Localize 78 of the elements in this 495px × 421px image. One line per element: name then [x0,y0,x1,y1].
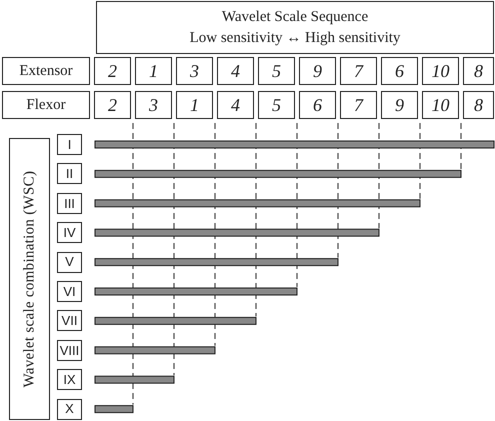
sequence-cell [381,57,418,85]
rank-number: 7 [354,60,363,83]
label-text: X [65,400,74,418]
bar [94,140,494,148]
rank-number: 6 [313,94,322,117]
sequence-cell [176,91,213,119]
sequence-cell [422,91,459,119]
rank-number: 3 [149,94,158,117]
sequence-cell [258,91,295,119]
bar [94,288,298,296]
rank-number: 8 [474,94,483,117]
rank-number: 10 [432,60,450,83]
numeral-box [57,281,82,302]
sequence-cell [94,91,131,119]
sequence-cell [463,57,494,85]
sequence-cell [299,91,336,119]
heading-text: Wavelet Scale Sequence [222,8,368,28]
rank-number: 5 [272,60,281,83]
sequence-cell [340,57,377,85]
bar [94,258,338,266]
rank-number: 10 [432,94,450,117]
sequence-cell [463,91,494,119]
label-text: Flexor [26,96,66,115]
sequence-cell [258,57,295,85]
sequence-cell [176,57,213,85]
numeral-box [57,134,82,155]
axis-label-box [9,138,50,420]
numeral-box [57,222,82,244]
label-text: IX [63,370,76,388]
label-text: Wavelet scale combination (WSC) [20,170,38,388]
heading-box [96,1,494,54]
bar [94,316,256,325]
numeral-box [57,163,82,184]
numeral-box [57,310,82,332]
label-text: VIII [60,342,80,360]
sequence-cell [340,91,377,119]
rank-number: 1 [149,60,158,83]
rank-number: 8 [474,60,483,83]
sequence-cell [299,57,336,85]
rank-number: 9 [313,60,322,83]
sequence-cell [217,57,254,85]
rank-number: 4 [231,94,240,117]
label-text: VII [62,312,78,330]
numeral-box [57,398,82,420]
bar [94,346,216,354]
numeral-box [57,192,82,214]
sequence-cell [135,57,172,85]
heading-text: Low sensitivity ↔ High sensitivity [190,28,400,48]
label-text: Extensor [19,62,73,81]
rank-number: 2 [108,60,117,83]
sequence-cell [381,91,418,119]
row-label-box [2,57,90,85]
rank-number: 6 [395,60,404,83]
bar [94,228,380,237]
bar [94,405,134,414]
rank-number: 4 [231,60,240,83]
numeral-box [57,369,82,390]
label-text: V [65,253,74,271]
bar [94,170,462,178]
label-text: II [66,165,74,183]
sequence-cell [422,57,459,85]
label-text: I [68,136,72,154]
label-text: IV [63,224,76,242]
bar [94,199,420,208]
sequence-cell [94,57,131,85]
rank-number: 9 [395,94,404,117]
sequence-cell [217,91,254,119]
numeral-box [57,252,82,273]
rank-number: 2 [108,94,117,117]
rank-number: 5 [272,94,281,117]
rank-number: 3 [190,60,199,83]
bar [94,376,174,384]
rank-number: 1 [190,94,199,117]
label-text: III [64,194,75,212]
row-label-box [2,91,90,119]
label-text: VI [63,282,76,300]
rank-number: 7 [354,94,363,117]
sequence-cell [135,91,172,119]
